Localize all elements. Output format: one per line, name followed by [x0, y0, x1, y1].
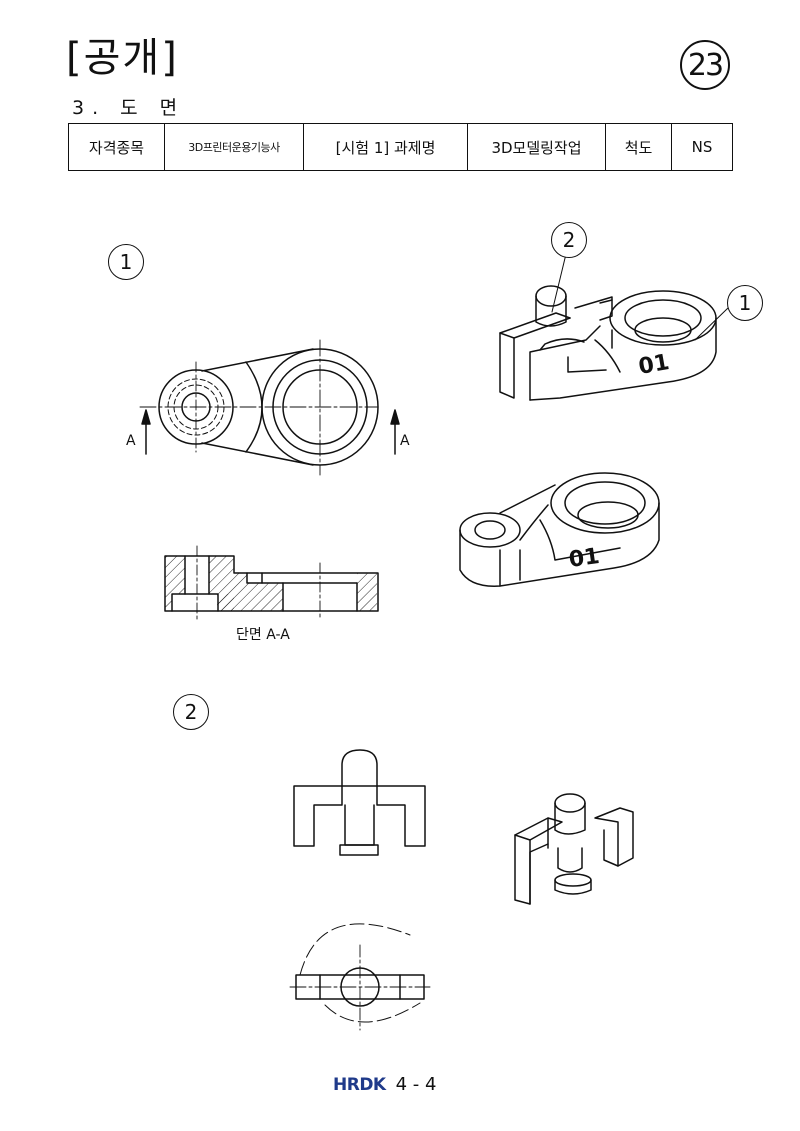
part2-top-view: [289, 923, 431, 1031]
scale-value: NS: [671, 123, 733, 171]
info-table: 자격종목 3D프린터운용기능사 [시험 1] 과제명 3D모델링작업 척도 NS: [68, 123, 733, 171]
part1-top-view: [139, 339, 400, 476]
task-value: 3D모델링작업: [467, 123, 606, 171]
part1-label: 1: [108, 244, 144, 280]
section-mark-right: A: [400, 433, 410, 449]
assembly-callout-1: 1: [727, 285, 763, 321]
section-caption: 단면 A-A: [236, 627, 290, 643]
subject-value: 3D프린터운용기능사: [164, 123, 304, 171]
iso-engraving-1: 01: [637, 350, 672, 380]
page-footer: HRDK 4 - 4: [333, 1074, 436, 1095]
part1-iso-assembly: 01: [499, 253, 729, 401]
part2-label: 2: [173, 694, 209, 730]
label-subject: 자격종목: [68, 123, 165, 171]
part2-front-view: [293, 749, 426, 856]
iso-engraving-2: 01: [567, 544, 601, 573]
brand-logo: HRDK: [333, 1074, 386, 1095]
page-number-badge: 23: [680, 40, 730, 90]
section-mark-left: A: [126, 433, 136, 449]
part1-iso-single: 01: [459, 472, 660, 587]
label-task: [시험 1] 과제명: [303, 123, 468, 171]
section-heading: 3. 도 면: [72, 97, 186, 119]
page-title: [공개]: [66, 35, 179, 81]
part2-iso: [514, 793, 634, 905]
part1-section-view: [164, 545, 379, 621]
page-number: 4 - 4: [395, 1074, 437, 1095]
assembly-callout-2: 2: [551, 222, 587, 258]
